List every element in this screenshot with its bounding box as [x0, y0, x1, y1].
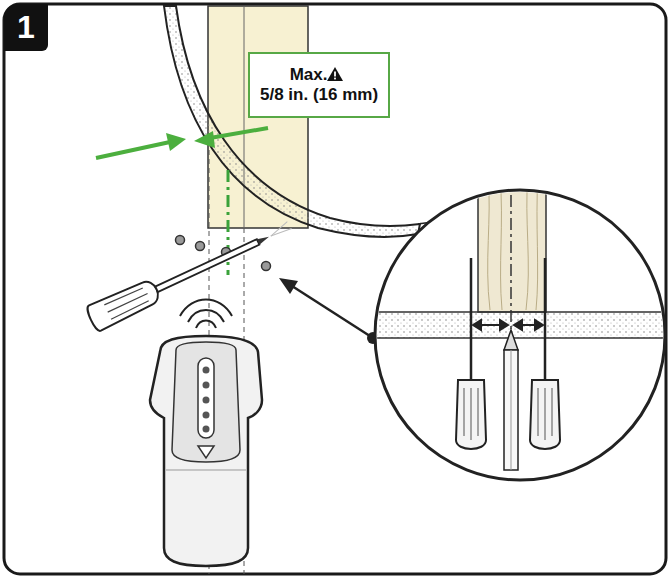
screwdriver [85, 214, 297, 333]
warning-box: Max.5/8 in. (16 mm) [248, 52, 390, 118]
warning-text: Max. [290, 65, 349, 85]
drywall [164, 6, 420, 237]
warning-triangle [327, 67, 343, 81]
stud-finder [150, 300, 262, 567]
magnified-detail [370, 170, 670, 470]
magnify-arrow [279, 278, 379, 344]
panel-frame [4, 4, 666, 574]
thickness-arrow [96, 128, 268, 158]
step-number: 1 [4, 4, 48, 51]
step-number-text: 1 [17, 8, 35, 46]
stud-edge [244, 6, 245, 228]
warning-text: 5/8 in. (16 mm) [260, 85, 378, 105]
